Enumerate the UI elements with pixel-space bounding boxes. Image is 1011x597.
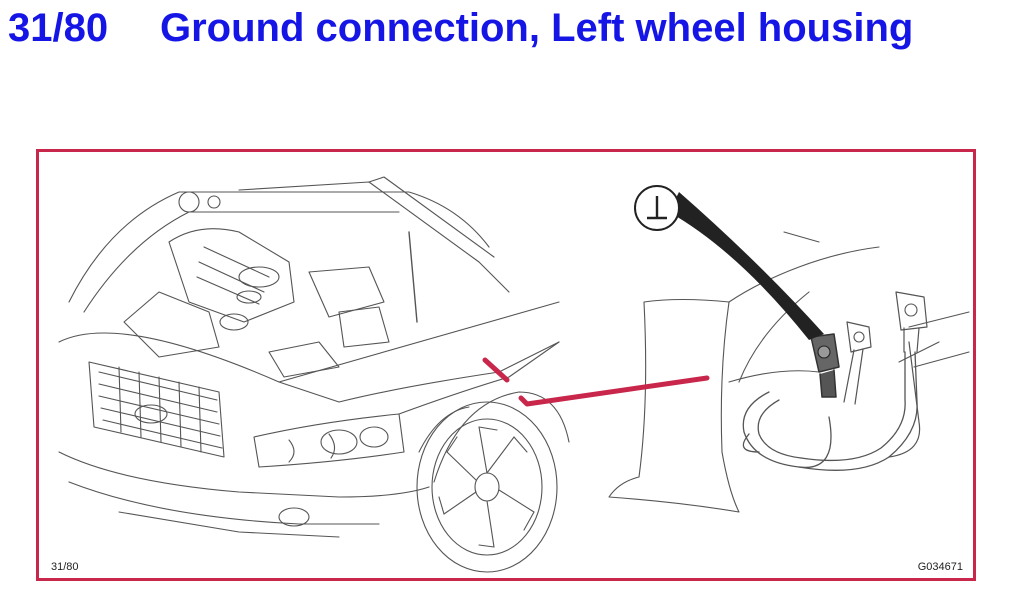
callout-line: [518, 375, 710, 407]
ground-location-marker: [482, 357, 510, 383]
car-illustration: [58, 176, 570, 573]
figure-id-label: G034671: [917, 561, 963, 573]
illustration-frame: 31/80 G034671: [36, 149, 976, 581]
illustration: [58, 176, 970, 573]
detail-illustration: [608, 231, 970, 513]
page-title: Ground connection, Left wheel housing: [160, 6, 914, 50]
ground-symbol-icon: [634, 185, 680, 231]
figure-step-label: 31/80: [51, 561, 79, 573]
callout-wedge: [669, 192, 824, 340]
step-number: 31/80: [8, 6, 109, 50]
